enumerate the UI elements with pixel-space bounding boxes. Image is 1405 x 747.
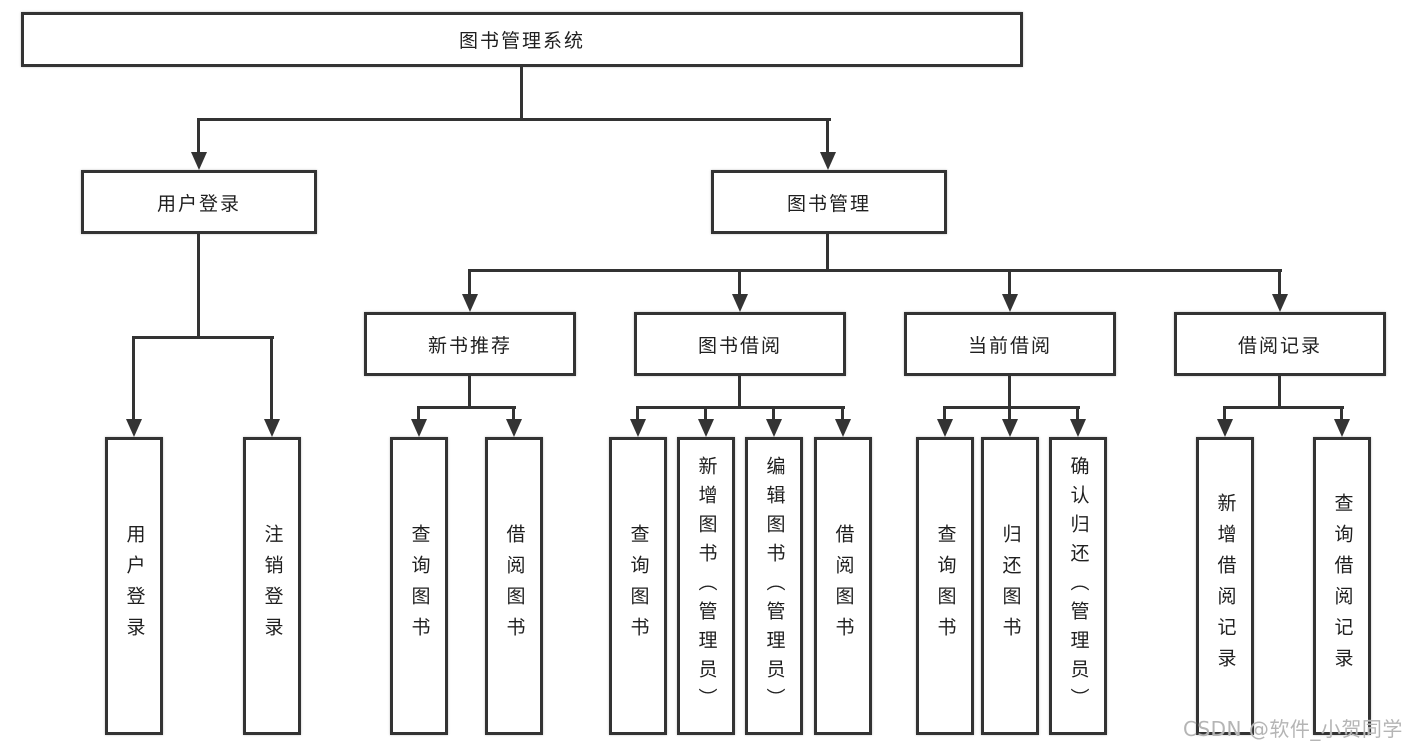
connector-line [826,234,829,272]
connector-line [132,336,135,421]
connector-line [1223,406,1344,409]
arrow-down-icon [264,419,280,437]
arrow-down-icon [126,419,142,437]
connector-line [738,269,741,296]
arrow-down-icon [1002,294,1018,312]
leaf-return-books: 归还图书 [981,437,1039,735]
connector-line [1008,269,1011,296]
leaf-query-books-recommend: 查询图书 [390,437,448,735]
arrow-down-icon [1070,419,1086,437]
arrow-down-icon [1002,419,1018,437]
arrow-down-icon [506,419,522,437]
connector-line [468,376,471,409]
leaf-query-books-current: 查询图书 [916,437,974,735]
connector-line [704,406,707,421]
arrow-down-icon [191,152,207,170]
connector-line [1223,406,1226,421]
leaf-confirm-return-admin: 确认归还（管理员） [1049,437,1107,735]
connector-line [636,406,639,421]
connector-line [1278,376,1281,409]
connector-line [468,269,1282,272]
arrow-down-icon [820,152,836,170]
arrow-down-icon [766,419,782,437]
arrow-down-icon [630,419,646,437]
connector-line [520,67,523,121]
connector-line [943,406,946,421]
connector-line [417,406,420,421]
connector-line [270,336,273,421]
leaf-edit-book-admin: 编辑图书（管理员） [745,437,803,735]
connector-line [841,406,844,421]
connector-line [1278,269,1281,296]
node-current-borrowing: 当前借阅 [904,312,1116,376]
connector-line [772,406,775,421]
arrow-down-icon [411,419,427,437]
arrow-down-icon [462,294,478,312]
arrow-down-icon [937,419,953,437]
node-borrowing-records: 借阅记录 [1174,312,1386,376]
leaf-add-book-admin: 新增图书（管理员） [677,437,735,735]
connector-line [636,406,845,409]
leaf-user-login: 用户登录 [105,437,163,735]
node-new-book-recommend: 新书推荐 [364,312,576,376]
node-library-system-root: 图书管理系统 [21,12,1023,67]
node-book-management: 图书管理 [711,170,947,234]
connector-line [197,118,200,155]
connector-line [132,336,274,339]
arrow-down-icon [698,419,714,437]
arrow-down-icon [835,419,851,437]
connector-line [943,406,1080,409]
connector-line [1008,376,1011,409]
leaf-borrow-books-recommend: 借阅图书 [485,437,543,735]
arrow-down-icon [1272,294,1288,312]
arrow-down-icon [1334,419,1350,437]
connector-line [197,118,831,121]
leaf-query-borrow-record: 查询借阅记录 [1313,437,1371,735]
connector-line [512,406,515,421]
connector-line [738,376,741,409]
connector-line [197,234,200,339]
connector-line [1008,406,1011,421]
connector-line [1340,406,1343,421]
connector-line [468,269,471,296]
leaf-logout: 注销登录 [243,437,301,735]
node-user-login: 用户登录 [81,170,317,234]
csdn-watermark: CSDN @软件_小贺同学 [1183,717,1403,741]
arrow-down-icon [1217,419,1233,437]
arrow-down-icon [732,294,748,312]
connector-line [826,118,829,155]
node-book-borrowing: 图书借阅 [634,312,846,376]
leaf-query-books-borrowing: 查询图书 [609,437,667,735]
leaf-add-borrow-record: 新增借阅记录 [1196,437,1254,735]
connector-line [417,406,516,409]
leaf-borrow-books-borrowing: 借阅图书 [814,437,872,735]
connector-line [1076,406,1079,421]
